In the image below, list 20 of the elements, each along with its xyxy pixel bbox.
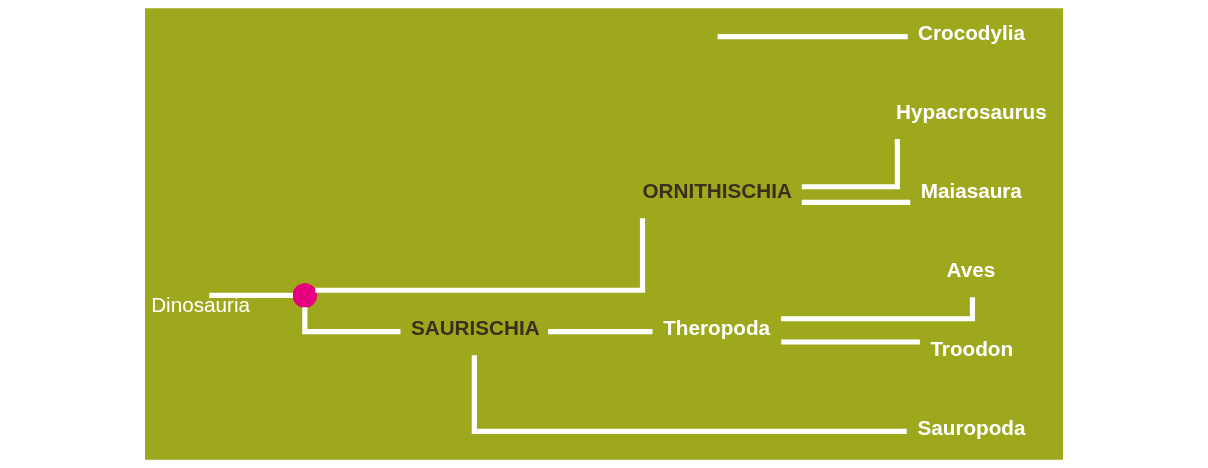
node-text: Crocodylia [918, 21, 1026, 45]
connector [781, 339, 920, 345]
node-text: SAURISCHIA [410, 316, 540, 340]
connector [801, 199, 911, 205]
node-text: Sauropoda [917, 415, 1026, 439]
node-text: Theropoda [663, 316, 771, 340]
connector [302, 307, 401, 335]
node-text: ORNITHISCHIA [642, 179, 792, 203]
connector [471, 355, 907, 434]
connector [801, 138, 900, 190]
node-text: Troodon [930, 337, 1014, 360]
node-text: Aves [946, 258, 996, 282]
edge-label: Dinosauria [151, 293, 251, 317]
connector [717, 34, 908, 40]
node-circle [292, 283, 318, 308]
connector [209, 292, 293, 299]
connector [315, 218, 646, 293]
connector [548, 329, 653, 335]
node-text: Maiasaura [920, 179, 1022, 203]
node-text: Hypacrosaurus [896, 100, 1047, 124]
